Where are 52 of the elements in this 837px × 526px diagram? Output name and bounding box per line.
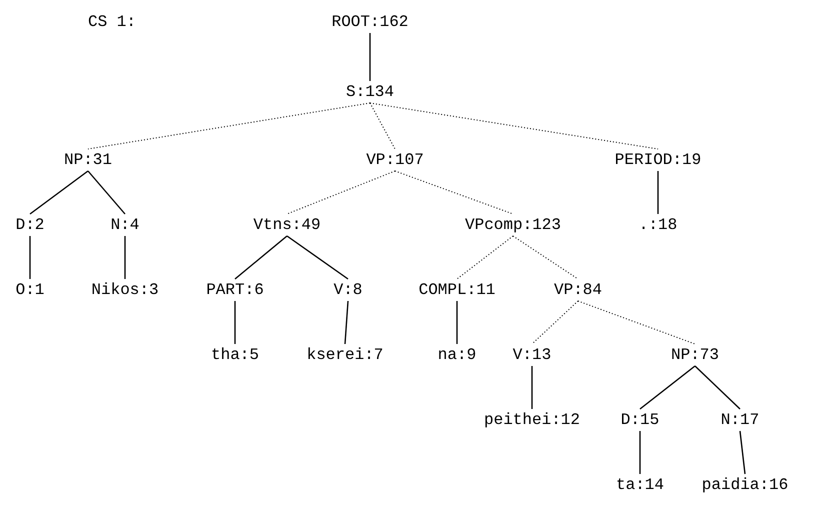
tree-branch	[124, 236, 126, 279]
tree-node-label: N:17	[720, 411, 760, 429]
tree-branch	[456, 301, 458, 344]
tree-branch	[640, 365, 696, 410]
tree-node-label: COMPL:11	[418, 281, 496, 299]
tree-branch	[286, 235, 348, 280]
tree-branch	[344, 300, 349, 344]
tree-label: CS 1:	[88, 13, 136, 31]
tree-branch	[30, 170, 88, 215]
tree-node-label: na:9	[436, 346, 478, 364]
tree-node-label: ta:14	[615, 476, 665, 494]
tree-branch	[532, 300, 578, 344]
tree-node-label: VP:107	[365, 151, 425, 169]
tree-branch	[370, 102, 658, 150]
tree-node-label: Vtns:49	[252, 216, 322, 234]
tree-branch	[234, 301, 236, 344]
tree-node-label: .:18	[638, 216, 678, 234]
tree-branch	[88, 170, 126, 214]
tree-node-label: PERIOD:19	[614, 151, 702, 169]
tree-branch	[234, 236, 288, 280]
tree-node-label: PART:6	[205, 281, 265, 299]
tree-node-label: D:2	[14, 216, 46, 234]
tree-node-label: paidia:16	[700, 476, 790, 494]
tree-node-label: peithei:12	[483, 411, 581, 429]
tree-node-label: S:134	[345, 83, 395, 101]
tree-branch	[657, 171, 659, 214]
tree-branch	[531, 366, 533, 409]
tree-branch	[370, 102, 396, 150]
tree-branch	[694, 366, 740, 410]
tree-node-label: V:8	[332, 281, 364, 299]
tree-node-label: D:15	[620, 411, 660, 429]
tree-node-label: VP:84	[553, 281, 603, 299]
tree-branch	[88, 102, 370, 150]
tree-branch	[369, 33, 371, 81]
tree-node-label: kserei:7	[306, 346, 384, 364]
tree-branch	[394, 170, 514, 214]
tree-node-label: Nikos:3	[90, 281, 160, 299]
tree-branch	[456, 236, 514, 280]
tree-branch	[578, 300, 696, 344]
tree-branch	[512, 236, 578, 280]
tree-node-label: tha:5	[210, 346, 260, 364]
tree-node-label: O:1	[14, 281, 46, 299]
tree-branch	[739, 430, 746, 474]
tree-node-label: N:4	[110, 216, 140, 234]
tree-node-label: NP:73	[670, 346, 720, 364]
tree-node-label: V:13	[512, 346, 552, 364]
tree-node-label: ROOT:162	[330, 13, 410, 31]
tree-branch	[639, 431, 641, 474]
tree-branch	[286, 170, 396, 214]
tree-branch	[29, 236, 31, 279]
tree-node-label: NP:31	[63, 151, 113, 169]
tree-node-label: VPcomp:123	[464, 216, 562, 234]
